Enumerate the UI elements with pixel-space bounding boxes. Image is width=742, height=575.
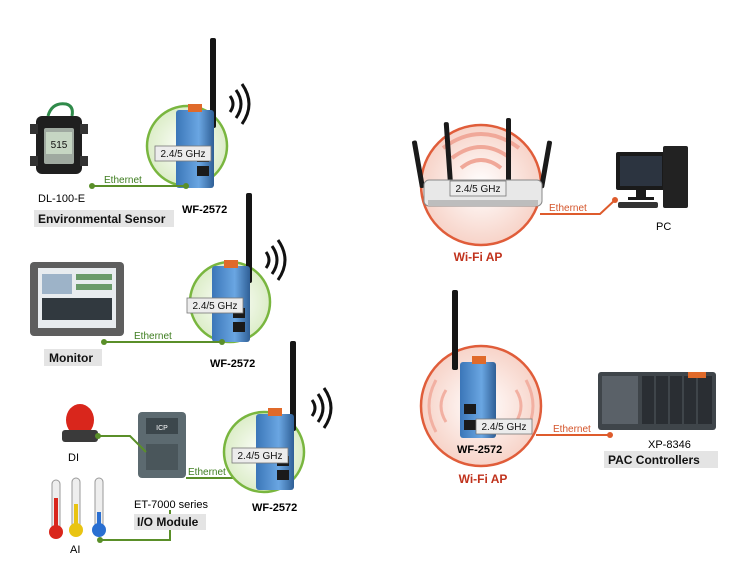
monitor-icon [30, 262, 124, 336]
pac-label: XP-8346 [648, 439, 691, 451]
di-label: DI [68, 452, 79, 464]
thermometer-icons [49, 477, 106, 539]
ap-pac-group: 2.4/5 GHz WF-2572 Wi-Fi AP Ethernet XP-8… [419, 290, 718, 486]
category-bg [44, 349, 102, 366]
ethernet-label: Ethernet [549, 203, 587, 214]
svg-text:ICP: ICP [156, 425, 168, 432]
band-label-bg [154, 145, 212, 162]
antenna-icon [452, 290, 458, 370]
band-label-bg [475, 418, 533, 435]
band-label: 2.4/5 GHz [160, 149, 205, 160]
pc-icon [616, 146, 688, 208]
band-label: 2.4/5 GHz [192, 301, 237, 312]
monitor-group: 2.4/5 GHz Ethernet Monitor WF-2572 [30, 193, 287, 370]
wifi-signal-icon [310, 387, 333, 429]
category-label: Monitor [49, 351, 93, 365]
dl100-device-icon: 515 [30, 102, 88, 174]
ethernet-label: Ethernet [134, 331, 172, 342]
category-label: PAC Controllers [608, 453, 700, 467]
alarm-light-icon [62, 404, 98, 442]
band-label-bg [449, 180, 507, 197]
wifi-waves-icon [441, 132, 521, 170]
band-label: 2.4/5 GHz [455, 184, 500, 195]
pac-controller-icon [598, 372, 716, 430]
ap-pc-group: 2.4/5 GHz Wi-Fi AP Ethernet PC [412, 118, 688, 264]
category-label: Environmental Sensor [38, 212, 166, 226]
category-label: I/O Module [137, 515, 199, 529]
ethernet-label: Ethernet [104, 175, 142, 186]
et7000-device-icon: ICP [138, 412, 186, 478]
band-label: 2.4/5 GHz [481, 422, 526, 433]
wf2572-label: WF-2572 [457, 444, 502, 456]
ethernet-label: Ethernet [553, 424, 591, 435]
io-group: DI AI ICP Ethernet [49, 341, 333, 556]
wf2572-label: WF-2572 [182, 204, 227, 216]
band-label-bg [186, 297, 244, 314]
wifi-signal-icon [228, 83, 251, 125]
pc-label: PC [656, 221, 671, 233]
category-bg [604, 451, 718, 468]
ap-title: Wi-Fi AP [459, 472, 508, 486]
antenna-icon [246, 193, 252, 283]
antenna-icon [210, 38, 216, 128]
wf2572-label: WF-2572 [252, 502, 297, 514]
ai-label: AI [70, 544, 80, 556]
antenna-icon [290, 341, 296, 431]
svg-text:515: 515 [51, 140, 68, 151]
ap-title: Wi-Fi AP [454, 250, 503, 264]
et7000-label: ET-7000 series [134, 499, 208, 511]
wf2572-label: WF-2572 [210, 358, 255, 370]
sensor-group: 515 2.4/5 GHz Ethernet DL-100-E WF-2572 [30, 38, 251, 227]
band-label: 2.4/5 GHz [237, 451, 282, 462]
category-bg [134, 514, 206, 530]
category-bg [34, 210, 174, 227]
ethernet-label: Ethernet [188, 467, 226, 478]
band-label-bg [231, 447, 289, 464]
wifi-signal-icon [264, 239, 287, 281]
dl100-label: DL-100-E [38, 193, 85, 205]
